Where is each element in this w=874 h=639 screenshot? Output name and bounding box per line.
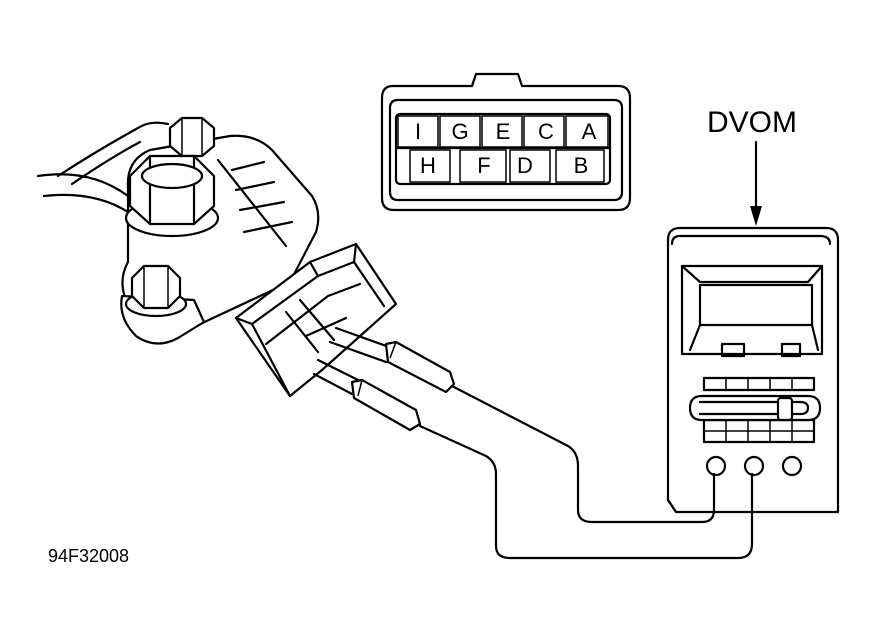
pin-H: H	[420, 153, 436, 178]
meter-pointer-arrow	[750, 140, 762, 226]
meter-label: DVOM	[707, 106, 797, 139]
test-leads	[418, 384, 754, 560]
meter-buttons	[702, 376, 816, 444]
meter-range-switch	[688, 394, 822, 422]
sensor-assembly	[36, 116, 456, 432]
sensor-connector	[234, 242, 398, 398]
dvom-meter	[666, 226, 840, 514]
upper-bolt	[168, 116, 216, 158]
pin-C: C	[538, 119, 554, 144]
pin-F: F	[477, 153, 490, 178]
test-lead-upper	[450, 384, 716, 524]
connector-top-row: I G E C A	[397, 115, 609, 148]
back-probe-upper	[328, 326, 456, 394]
figure-id: 94F32008	[48, 546, 129, 566]
meter-jack-3	[781, 455, 803, 477]
lower-bolt	[124, 264, 188, 318]
center-nut	[124, 154, 220, 238]
connector-face: I G E C A H F D B	[380, 72, 632, 212]
meter-jack-2	[743, 455, 765, 477]
pin-B: B	[574, 153, 589, 178]
pin-D: D	[517, 153, 533, 178]
pin-E: E	[496, 119, 511, 144]
pin-A: A	[582, 119, 597, 144]
pin-G: G	[451, 119, 468, 144]
meter-jack-1	[705, 455, 727, 477]
meter-display	[698, 283, 814, 327]
back-probe-lower	[312, 358, 422, 432]
connector-bottom-row: H F D B	[409, 149, 605, 183]
pin-I: I	[415, 119, 421, 144]
test-lead-lower	[418, 424, 754, 560]
